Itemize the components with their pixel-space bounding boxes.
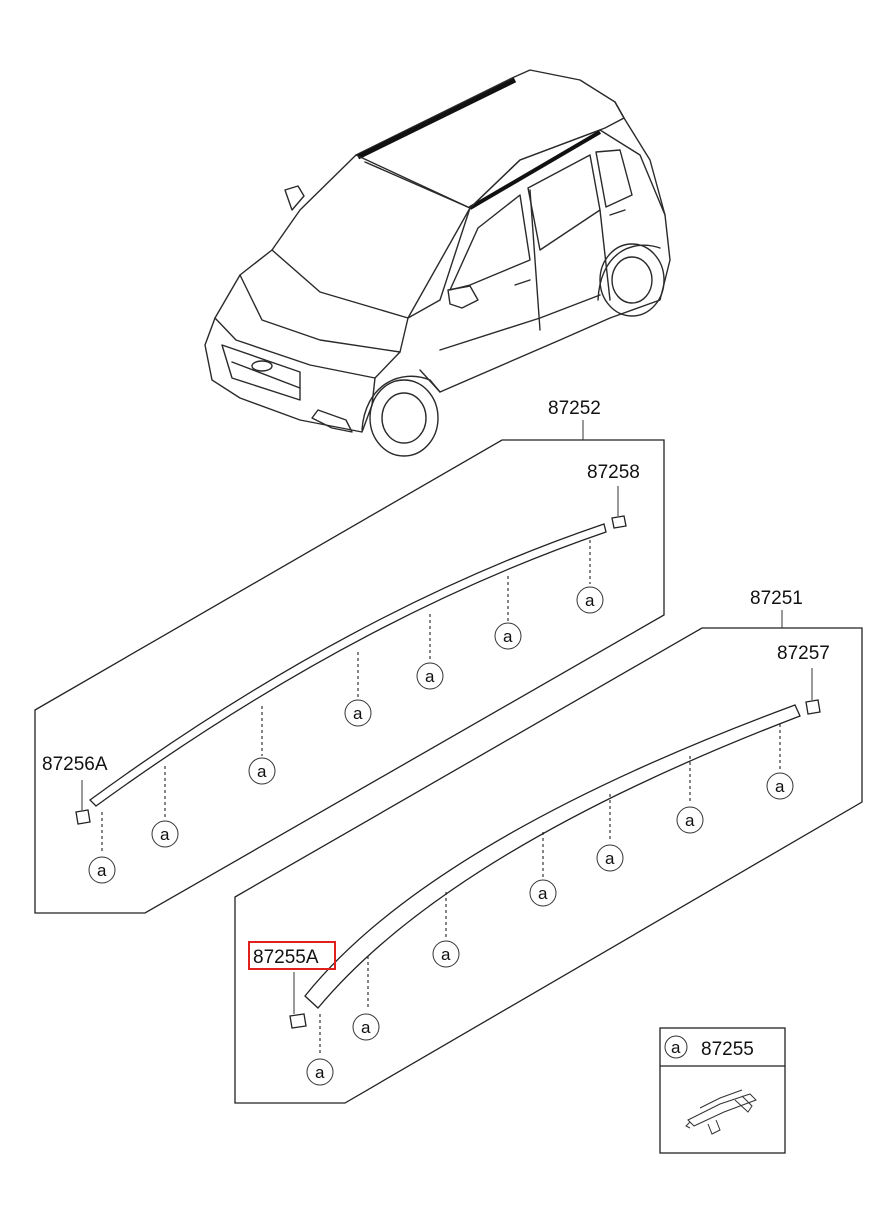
callout-circle-a (766, 772, 794, 800)
car-illustration (204, 69, 671, 457)
upper-roof-rail (89, 523, 607, 807)
upper-rail-assembly (34, 420, 665, 914)
lower-rail-assembly (234, 610, 863, 1104)
callout-circle-a (576, 586, 604, 614)
callout-symbol: a (441, 945, 451, 964)
callout-circle-a (494, 622, 522, 650)
callout-symbol: a (585, 591, 595, 610)
callout-circle-a (596, 844, 624, 872)
lower-front-clip-icon (289, 1013, 307, 1029)
callout-circle-a (416, 662, 444, 690)
lower-end-clip-icon (805, 699, 821, 715)
callout-circles: a a a a a a a a a a a a a a (88, 586, 794, 1086)
callout-symbol: a (685, 811, 695, 830)
callout-circle-a (432, 940, 460, 968)
label-87257: 87257 (777, 643, 830, 664)
callout-symbol: a (538, 884, 548, 903)
legend-callout-symbol: a (671, 1038, 681, 1057)
label-87252: 87252 (548, 398, 601, 419)
callout-circle-a (529, 879, 557, 907)
callout-circle-a (248, 757, 276, 785)
callout-symbol: a (160, 825, 170, 844)
callout-symbol: a (315, 1063, 325, 1082)
callout-symbol: a (257, 762, 267, 781)
upper-front-clip-icon (75, 809, 91, 825)
callout-symbol: a (605, 849, 615, 868)
callout-symbol: a (353, 704, 363, 723)
callout-symbol: a (361, 1018, 371, 1037)
upper-assembly-frame (34, 439, 665, 914)
callout-symbol: a (97, 861, 107, 880)
lower-roof-rail (304, 704, 801, 1009)
callout-symbol: a (425, 667, 435, 686)
lower-assembly-frame (234, 627, 863, 1104)
callout-symbol: a (775, 777, 785, 796)
callout-circle-a (88, 856, 116, 884)
label-87258: 87258 (587, 462, 640, 483)
upper-end-clip-icon (611, 515, 627, 529)
highlight-box (248, 941, 336, 970)
callout-circle-a (344, 699, 372, 727)
clip-part-icon (685, 1089, 757, 1135)
callout-circle-a (306, 1058, 334, 1086)
callout-circle-a (352, 1013, 380, 1041)
callout-circle-a (676, 806, 704, 834)
label-87256A: 87256A (42, 754, 108, 775)
label-87255A[interactable]: 87255A (253, 947, 319, 968)
callout-circle-a (151, 820, 179, 848)
callout-symbol: a (503, 627, 513, 646)
label-87255: 87255 (701, 1039, 754, 1060)
label-87251: 87251 (750, 588, 803, 609)
legend-callout-icon (664, 1035, 688, 1059)
legend-box: a 87255 (659, 1027, 786, 1154)
